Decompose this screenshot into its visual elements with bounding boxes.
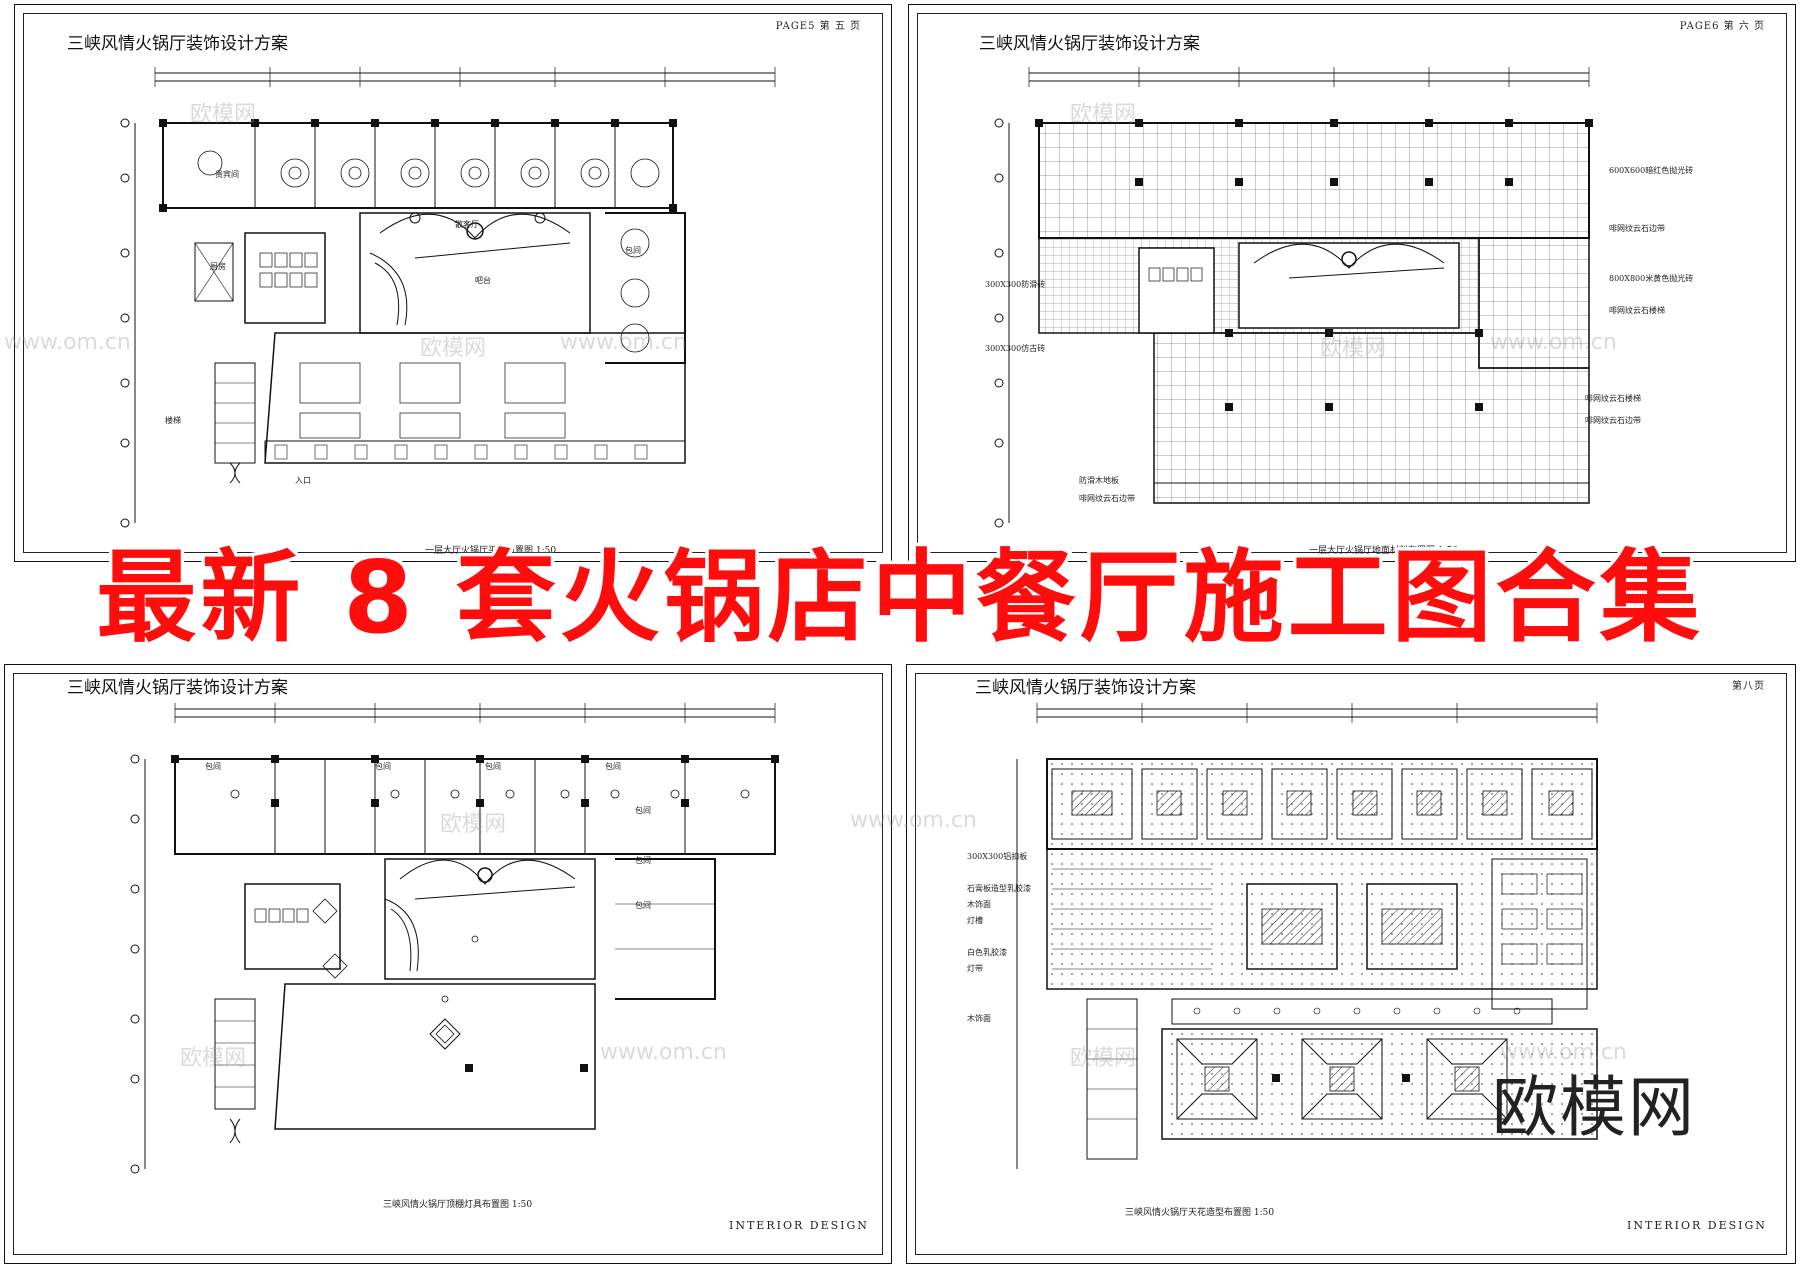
page-label: PAGE5 第 五 页 — [775, 21, 861, 32]
watermark-brand: 欧模网 — [440, 812, 507, 837]
watermark-brand: 欧模网 — [420, 336, 487, 361]
plan-label-stair: 楼梯 — [165, 416, 181, 425]
sheet-frame — [23, 13, 883, 553]
ceiling-note-2: 石膏板造型乳胶漆 — [967, 884, 1031, 893]
plan-label-kitchen: 厨房 — [210, 262, 226, 271]
room-label-6: 包间 — [635, 856, 651, 865]
plan-label-vip: 贵宾间 — [215, 170, 239, 179]
room-label-4: 包间 — [605, 762, 621, 771]
ceiling-note-6: 灯带 — [967, 964, 983, 973]
watermark-url: www.om.cn — [1500, 1040, 1627, 1065]
page-label: PAGE6 第 六 页 — [1679, 21, 1765, 32]
plan-label-room: 包间 — [625, 246, 641, 255]
material-note-7: 啡网纹云石楼梯 — [1585, 394, 1641, 403]
room-label-2: 包间 — [375, 762, 391, 771]
sheet-frame — [13, 673, 883, 1255]
material-note-5: 300X300防滑砖 — [985, 280, 1046, 289]
material-note-1: 600X600暗红色抛光砖 — [1609, 166, 1694, 175]
watermark-brand: 欧模网 — [1070, 1046, 1137, 1071]
brand-logo-text: 欧模网 — [1492, 1069, 1696, 1146]
footer-label: INTERIOR DESIGN — [1627, 1219, 1767, 1232]
sheet-title: 三峡风情火锅厅装饰设计方案 — [975, 678, 1196, 698]
plan-caption: 一层大厅火锅厅地面材料布置图 1:50 — [1309, 546, 1459, 556]
sheet-ceiling-lighting-plan: 三峡风情火锅厅装饰设计方案 — [4, 664, 892, 1264]
ceiling-note-7: 木饰面 — [967, 1014, 991, 1023]
plan-label-hall: 散客厅 — [455, 220, 479, 229]
sheet-title: 三峡风情火锅厅装饰设计方案 — [67, 34, 288, 54]
material-note-4: 啡网纹云石楼梯 — [1609, 306, 1665, 315]
ceiling-note-1: 300X300铝扣板 — [967, 852, 1028, 861]
room-label-7: 包间 — [635, 901, 651, 910]
watermark-brand: 欧模网 — [1320, 336, 1387, 361]
sheet-frame — [917, 13, 1787, 553]
watermark-url: www.om.cn — [4, 330, 131, 355]
room-label-3: 包间 — [485, 762, 501, 771]
sheet-floor-material-plan: PAGE6 第 六 页 三峡风情火锅厅装饰设计方案 — [908, 4, 1796, 562]
floor-plan-drawing — [115, 63, 815, 533]
material-note-2: 啡网纹云石边带 — [1609, 224, 1665, 233]
ceiling-lighting-drawing — [115, 699, 815, 1199]
plan-caption: 一层大厅火锅厅平面布置图 1:50 — [425, 546, 557, 556]
sheet-title: 三峡风情火锅厅装饰设计方案 — [67, 678, 288, 698]
sheet-floor-plan-layout: PAGE5 第 五 页 三峡风情火锅厅装饰设计方案 — [14, 4, 892, 562]
material-note-3: 800X800米黄色抛光砖 — [1609, 274, 1694, 283]
ceiling-design-drawing — [997, 699, 1617, 1199]
room-label-1: 包间 — [205, 762, 221, 771]
material-note-6: 300X300仿古砖 — [985, 344, 1046, 353]
plan-label-bar: 吧台 — [475, 276, 491, 285]
watermark-brand: 欧模网 — [190, 102, 257, 127]
ceiling-note-5: 白色乳胶漆 — [967, 948, 1007, 957]
watermark-url: www.om.cn — [560, 330, 687, 355]
watermark-url: www.om.cn — [600, 1040, 727, 1065]
plan-caption: 三峡风情火锅厅顶棚灯具布置图 1:50 — [383, 1200, 533, 1210]
material-note-10: 啡网纹云石边带 — [1079, 494, 1135, 503]
watermark-url: www.om.cn — [1490, 330, 1617, 355]
watermark-brand: 欧模网 — [180, 1046, 247, 1071]
page-label: 第八页 — [1732, 681, 1765, 692]
promo-banner-title: 最新 8 套火锅店中餐厅施工图合集 — [93, 536, 1704, 660]
sheet-frame — [915, 673, 1787, 1255]
material-note-9: 防滑木地板 — [1079, 476, 1119, 485]
material-note-8: 啡网纹云石边带 — [1585, 416, 1641, 425]
plan-label-entrance: 入口 — [295, 476, 311, 485]
ceiling-note-3: 木饰面 — [967, 900, 991, 909]
room-label-5: 包间 — [635, 806, 651, 815]
sheet-title: 三峡风情火锅厅装饰设计方案 — [979, 34, 1200, 54]
floor-material-drawing — [989, 63, 1609, 533]
watermark-brand: 欧模网 — [1070, 102, 1137, 127]
ceiling-note-4: 灯槽 — [967, 916, 983, 925]
footer-label: INTERIOR DESIGN — [729, 1219, 869, 1232]
plan-caption: 三峡风情火锅厅天花造型布置图 1:50 — [1125, 1208, 1275, 1218]
watermark-url: www.om.cn — [850, 808, 977, 833]
sheet-ceiling-design-plan: 第八页 三峡风情火锅厅装饰设计方案 — [906, 664, 1796, 1264]
